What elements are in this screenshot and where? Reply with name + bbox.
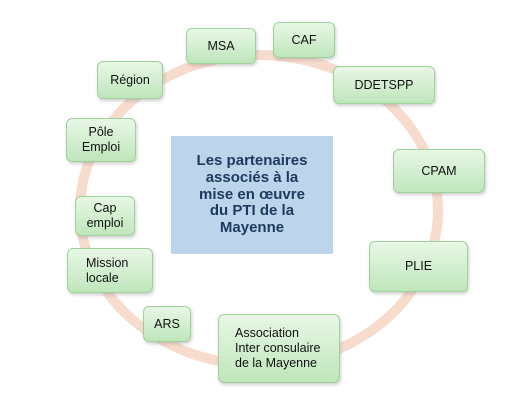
- partner-label: Association Inter consulaire de la Mayen…: [235, 326, 321, 370]
- partner-mission-locale: Mission locale: [67, 248, 153, 293]
- partner-label: ARS: [154, 316, 180, 331]
- partner-label: Mission locale: [86, 255, 129, 285]
- partner-label: Cap emploi: [86, 201, 124, 230]
- partner-association: Association Inter consulaire de la Mayen…: [218, 314, 340, 383]
- partner-region: Région: [97, 61, 163, 99]
- partner-cap-emploi: Cap emploi: [75, 196, 135, 236]
- partner-msa: MSA: [186, 28, 256, 64]
- partner-ddetspp: DDETSPP: [333, 66, 435, 104]
- partner-plie: PLIE: [369, 241, 468, 292]
- partner-ars: ARS: [143, 306, 191, 342]
- partner-label: CAF: [291, 32, 317, 47]
- partner-pole-emploi: Pôle Emploi: [66, 118, 136, 162]
- partner-label: CPAM: [421, 163, 457, 178]
- partner-label: DDETSPP: [354, 77, 414, 92]
- partner-cpam: CPAM: [393, 149, 485, 193]
- center-title: Les partenaires associés à la mise en œu…: [196, 152, 308, 237]
- partner-caf: CAF: [273, 22, 335, 58]
- partner-label: Pôle Emploi: [81, 125, 121, 154]
- partner-label: PLIE: [404, 259, 433, 273]
- partner-label: MSA: [207, 38, 235, 53]
- partner-label: Région: [110, 72, 150, 87]
- center-title-box: Les partenaires associés à la mise en œu…: [171, 136, 333, 254]
